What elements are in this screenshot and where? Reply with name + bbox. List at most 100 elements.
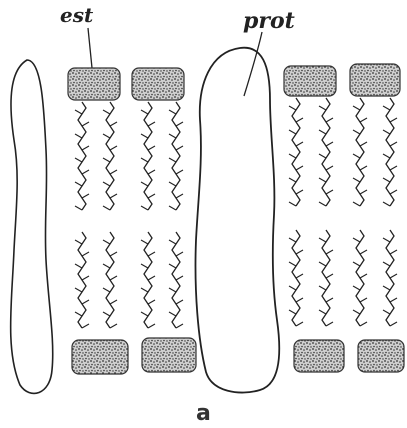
tail-lower-right-1-tick xyxy=(326,274,333,278)
head-bottom-left-0 xyxy=(72,340,128,374)
tail-lower-right-3-tick xyxy=(390,274,397,278)
tail-lower-left-2-tick xyxy=(141,240,148,244)
tail-upper-right-2 xyxy=(356,98,364,206)
tail-lower-left-2-tick xyxy=(141,264,148,268)
tail-upper-left-1-tick xyxy=(110,122,117,126)
tail-upper-right-1-tick xyxy=(319,202,326,206)
tail-lower-left-2-tick xyxy=(148,300,155,304)
tail-upper-left-0-tick xyxy=(75,110,82,114)
tail-lower-right-0-tick xyxy=(289,310,296,314)
tail-upper-right-3-tick xyxy=(383,178,390,182)
tail-upper-left-3-tick xyxy=(176,146,183,150)
tail-lower-right-2-tick xyxy=(353,286,360,290)
tail-upper-right-0-tick xyxy=(296,190,303,194)
tail-lower-left-2-tick xyxy=(148,252,155,256)
tail-upper-right-2-tick xyxy=(353,154,360,158)
tail-lower-right-2-tick xyxy=(360,274,367,278)
tail-upper-right-3-tick xyxy=(383,130,390,134)
tail-upper-left-3-tick xyxy=(169,206,176,210)
tail-upper-left-2-tick xyxy=(141,110,148,114)
tail-lower-left-1-tick xyxy=(103,312,110,316)
tail-upper-left-0-tick xyxy=(75,134,82,138)
tail-lower-left-0-tick xyxy=(82,300,89,304)
tail-lower-left-1-tick xyxy=(110,324,117,328)
tail-upper-left-1-tick xyxy=(103,134,110,138)
tail-lower-left-0-tick xyxy=(75,264,82,268)
tail-upper-right-1-tick xyxy=(319,154,326,158)
tail-lower-right-3-tick xyxy=(383,238,390,242)
lipid-bilayer-group xyxy=(68,64,404,374)
tail-lower-right-1-tick xyxy=(326,250,333,254)
tail-upper-right-2-tick xyxy=(360,142,367,146)
tail-upper-left-1-tick xyxy=(110,146,117,150)
tail-upper-left-0-tick xyxy=(82,146,89,150)
tail-lower-left-3-tick xyxy=(169,288,176,292)
tail-lower-right-1-tick xyxy=(319,286,326,290)
tail-upper-right-0-tick xyxy=(296,166,303,170)
tail-lower-right-0-tick xyxy=(289,238,296,242)
tail-lower-right-2-tick xyxy=(360,322,367,326)
tail-lower-right-3-tick xyxy=(390,250,397,254)
tail-lower-left-2-tick xyxy=(148,324,155,328)
tail-lower-right-0-tick xyxy=(296,322,303,326)
tail-upper-left-1-tick xyxy=(110,170,117,174)
tail-lower-left-1-tick xyxy=(103,240,110,244)
tail-upper-left-2-tick xyxy=(148,170,155,174)
tail-lower-right-0-tick xyxy=(289,286,296,290)
tail-upper-right-1 xyxy=(322,98,330,206)
tail-upper-left-2-tick xyxy=(141,134,148,138)
tail-upper-left-2-tick xyxy=(148,146,155,150)
tail-upper-left-1-tick xyxy=(103,110,110,114)
tail-upper-right-1-tick xyxy=(319,130,326,134)
tail-upper-right-3-tick xyxy=(390,118,397,122)
tail-upper-right-3-tick xyxy=(390,166,397,170)
tail-lower-left-3-tick xyxy=(169,240,176,244)
tail-lower-left-3-tick xyxy=(169,312,176,316)
tail-upper-left-2-tick xyxy=(141,206,148,210)
tail-lower-left-1-tick xyxy=(103,288,110,292)
tail-upper-right-0 xyxy=(292,98,300,206)
tail-upper-left-2-tick xyxy=(141,158,148,162)
tail-lower-left-1-tick xyxy=(110,252,117,256)
tail-lower-left-0-tick xyxy=(75,240,82,244)
tail-lower-left-3-tick xyxy=(176,324,183,328)
tail-lower-left-2-tick xyxy=(141,312,148,316)
tail-upper-left-3-tick xyxy=(169,134,176,138)
tail-lower-right-1-tick xyxy=(319,238,326,242)
head-top-right-1 xyxy=(350,64,400,96)
tail-lower-left-1-tick xyxy=(103,264,110,268)
tail-upper-right-0-tick xyxy=(289,178,296,182)
tail-lower-left-0-tick xyxy=(82,276,89,280)
label-prot: prot xyxy=(243,8,295,34)
head-top-left-0 xyxy=(68,68,120,100)
tail-lower-left-0-tick xyxy=(82,324,89,328)
tail-lower-left-2-tick xyxy=(148,276,155,280)
tail-upper-right-0-tick xyxy=(296,118,303,122)
tail-lower-right-0-tick xyxy=(296,274,303,278)
label-est: est xyxy=(60,3,94,27)
tail-lower-right-3-tick xyxy=(390,298,397,302)
tail-upper-right-0-tick xyxy=(289,154,296,158)
tail-lower-left-3-tick xyxy=(176,252,183,256)
tail-lower-left-2-tick xyxy=(141,288,148,292)
tail-lower-right-1-tick xyxy=(319,310,326,314)
tail-upper-left-2-tick xyxy=(141,182,148,186)
tail-lower-left-3-tick xyxy=(176,300,183,304)
tail-upper-right-0-tick xyxy=(289,130,296,134)
head-bottom-right-0 xyxy=(294,340,344,372)
tail-upper-left-3-tick xyxy=(176,170,183,174)
tail-upper-left-3 xyxy=(172,102,180,210)
tail-upper-right-2-tick xyxy=(353,178,360,182)
tail-upper-left-3-tick xyxy=(169,182,176,186)
tail-lower-right-2-tick xyxy=(360,250,367,254)
tail-lower-right-0-tick xyxy=(296,250,303,254)
left-protein-outline xyxy=(11,60,53,393)
tail-lower-right-2-tick xyxy=(353,310,360,314)
tail-lower-left-1-tick xyxy=(110,276,117,280)
tail-upper-left-2-tick xyxy=(148,194,155,198)
tail-upper-right-0-tick xyxy=(296,142,303,146)
tail-upper-right-2-tick xyxy=(353,106,360,110)
tail-upper-left-2 xyxy=(144,102,152,210)
tail-upper-left-3-tick xyxy=(176,194,183,198)
tail-upper-right-0-tick xyxy=(289,202,296,206)
